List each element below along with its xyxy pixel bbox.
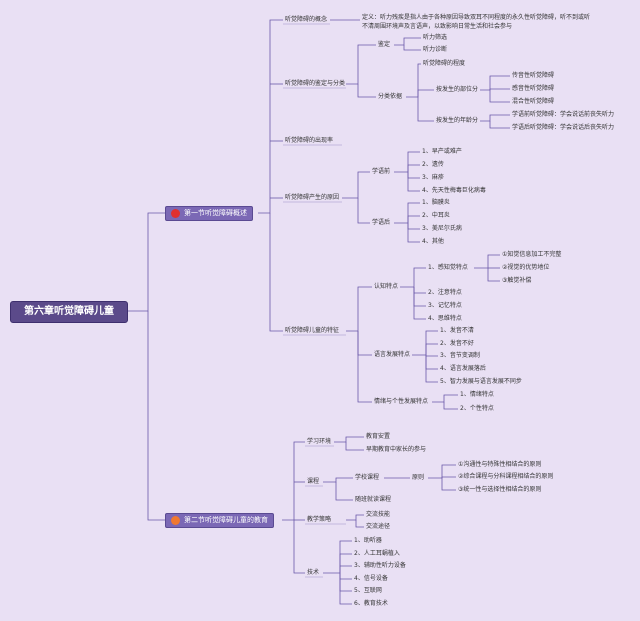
before-item[interactable]: 3、麻疹 <box>422 174 444 181</box>
basis-node[interactable]: 分类依据 <box>378 93 403 100</box>
emotion-node[interactable]: 情绪与个性发展特点 <box>374 398 429 405</box>
section-1-node[interactable]: 第一节听觉障碍概述 <box>165 206 253 221</box>
judge-node[interactable]: 鉴定 <box>378 41 391 48</box>
cognition-item[interactable]: 4、思维特点 <box>428 315 462 322</box>
cognition-item[interactable]: 2、注意特点 <box>428 289 462 296</box>
causes-node[interactable]: 听觉障碍产生的原因 <box>285 194 340 201</box>
cognition-node[interactable]: 认知特点 <box>374 283 399 290</box>
language-item[interactable]: 1、发音不清 <box>440 327 474 334</box>
prelingual-node[interactable]: 学语前听觉障碍：学会说话前丧失听力 <box>512 111 615 118</box>
after-item[interactable]: 4、其他 <box>422 238 444 245</box>
principle-node[interactable]: 原则 <box>412 474 425 481</box>
perception-item[interactable]: ②视觉的优势地位 <box>502 264 550 271</box>
before-item[interactable]: 2、遗传 <box>422 161 444 168</box>
after-node[interactable]: 学语后 <box>372 219 391 226</box>
strategy-item[interactable]: 交流技能 <box>366 511 391 518</box>
principle-item[interactable]: ①沟通性与特殊性相结合的原则 <box>458 461 542 468</box>
tech-item[interactable]: 3、辅助性听力设备 <box>354 562 406 569</box>
before-item[interactable]: 1、早产或难产 <box>422 148 462 155</box>
section-1-label: 第一节听觉障碍概述 <box>184 209 247 217</box>
language-item[interactable]: 3、音节变调制 <box>440 352 480 359</box>
diagnose-node[interactable]: 听力诊断 <box>423 46 448 53</box>
sensorineural-node[interactable]: 感音性听觉障碍 <box>512 85 555 92</box>
language-item[interactable]: 2、发音不好 <box>440 340 474 347</box>
concept-node[interactable]: 听觉障碍的概念 <box>285 16 328 23</box>
traits-node[interactable]: 听觉障碍儿童的特征 <box>285 327 340 334</box>
language-item[interactable]: 5、智力发展与语言发展不同步 <box>440 378 522 385</box>
root-node[interactable]: 第六章听觉障碍儿童 <box>10 301 128 323</box>
emotion-item[interactable]: 2、个性特点 <box>460 405 494 412</box>
site-node[interactable]: 按发生的部位分 <box>436 86 479 93</box>
env-item[interactable]: 教育安置 <box>366 433 391 440</box>
emotion-item[interactable]: 1、情绪特点 <box>460 391 494 398</box>
env-node[interactable]: 学习环境 <box>307 438 332 445</box>
section-2-label: 第二节听觉障碍儿童的教育 <box>184 516 268 524</box>
cognition-item[interactable]: 3、记忆特点 <box>428 302 462 309</box>
marker-icon <box>171 516 180 525</box>
conductive-node[interactable]: 传音性听觉障碍 <box>512 72 555 79</box>
before-node[interactable]: 学语前 <box>372 168 391 175</box>
identify-node[interactable]: 听觉障碍的鉴定与分类 <box>285 80 346 87</box>
strategy-item[interactable]: 交流途径 <box>366 523 391 530</box>
age-node[interactable]: 按发生的年龄分 <box>436 117 479 124</box>
marker-icon <box>171 209 180 218</box>
after-item[interactable]: 3、美尼尔氏病 <box>422 225 462 232</box>
principle-item[interactable]: ③统一性与选择性相结合的原则 <box>458 486 542 493</box>
principle-item[interactable]: ②综合课程与分科课程相结合的原则 <box>458 473 554 480</box>
env-item[interactable]: 早期教育中家长的参与 <box>366 446 427 453</box>
language-node[interactable]: 语言发展特点 <box>374 351 411 358</box>
tech-item[interactable]: 5、互联网 <box>354 587 382 594</box>
after-item[interactable]: 2、中耳炎 <box>422 212 450 219</box>
follow-node[interactable]: 随班就读课程 <box>355 496 392 503</box>
perception-item[interactable]: ③触觉补偿 <box>502 277 532 284</box>
screen-node[interactable]: 听力筛选 <box>423 34 448 41</box>
tech-item[interactable]: 4、信号设备 <box>354 575 388 582</box>
tech-node[interactable]: 技术 <box>307 569 320 576</box>
language-item[interactable]: 4、语言发展落后 <box>440 365 486 372</box>
definition-text: 定义：听力残疾是指人由于各种原因导致双耳不同程度的永久性听觉障碍，听不到或听不清… <box>362 14 591 30</box>
course-node[interactable]: 课程 <box>307 478 320 485</box>
perception-item[interactable]: ①知觉信息加工不完整 <box>502 251 562 258</box>
after-item[interactable]: 1、脑膜炎 <box>422 199 450 206</box>
before-item[interactable]: 4、先天性梅毒巨化病毒 <box>422 187 486 194</box>
mixed-node[interactable]: 混合性听觉障碍 <box>512 98 555 105</box>
tech-item[interactable]: 6、教育技术 <box>354 600 388 607</box>
postlingual-node[interactable]: 学语后听觉障碍：学会说话后丧失听力 <box>512 124 615 131</box>
strategy-node[interactable]: 教学策略 <box>307 516 332 523</box>
section-2-node[interactable]: 第二节听觉障碍儿童的教育 <box>165 513 274 528</box>
rate-node[interactable]: 听觉障碍的出现率 <box>285 137 334 144</box>
tech-item[interactable]: 2、人工耳蜗植入 <box>354 550 400 557</box>
school-node[interactable]: 学校课程 <box>355 474 380 481</box>
degree-node[interactable]: 听觉障碍的程度 <box>423 60 466 67</box>
perception-node[interactable]: 1、感知觉特点 <box>428 264 468 271</box>
tech-item[interactable]: 1、助听器 <box>354 537 382 544</box>
